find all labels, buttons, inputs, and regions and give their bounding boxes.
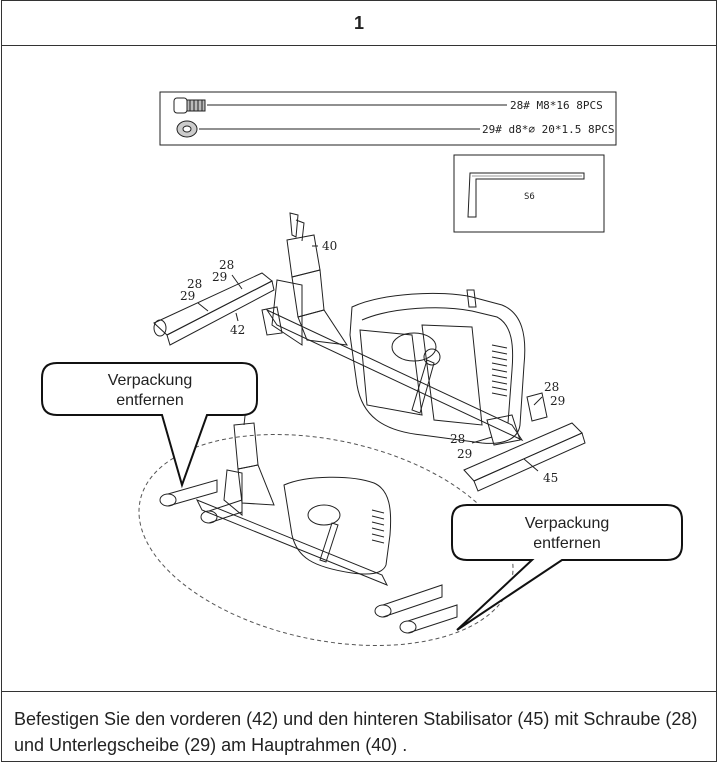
callout-rear-stabilizer: 45 bbox=[543, 471, 558, 485]
left-bubble-line2: entfernen bbox=[116, 392, 184, 409]
callout-bolt-a: 28 bbox=[219, 258, 234, 272]
wrench-label: S6 bbox=[524, 192, 535, 202]
callout-washer-d: 29 bbox=[457, 447, 472, 461]
remove-packaging-bubble-left: Verpackung entfernen bbox=[41, 362, 258, 489]
left-bubble-line1: Verpackung bbox=[108, 372, 193, 389]
right-bubble-line2: entfernen bbox=[533, 535, 601, 552]
callout-bolt-c: 28 bbox=[544, 380, 559, 394]
callout-washer-c: 29 bbox=[550, 394, 565, 408]
right-bubble-line1: Verpackung bbox=[525, 515, 610, 532]
packaging-tube-icon bbox=[159, 479, 458, 634]
assembly-figure: 28# M8*16 8PCS 29# d8*∅ 20*1.5 8PCS S6 bbox=[2, 45, 716, 691]
washer-label: 29# d8*∅ 20*1.5 8PCS bbox=[482, 123, 614, 136]
wrench-box: S6 bbox=[453, 154, 605, 233]
callout-washer-a: 29 bbox=[212, 270, 227, 284]
callout-main-frame: 40 bbox=[322, 239, 337, 253]
remove-packaging-bubble-right: Verpackung entfernen bbox=[451, 504, 683, 631]
step-number: 1 bbox=[2, 1, 716, 46]
lower-bike-illustration bbox=[159, 404, 458, 634]
callout-washer-b: 29 bbox=[180, 289, 195, 303]
callout-front-stabilizer: 42 bbox=[230, 323, 245, 337]
instruction-text: Befestigen Sie den vorderen (42) und den… bbox=[2, 691, 716, 763]
callout-bolt-d: 28 bbox=[450, 432, 465, 446]
callout-bolt-b: 28 bbox=[187, 277, 202, 291]
hardware-box: 28# M8*16 8PCS 29# d8*∅ 20*1.5 8PCS bbox=[159, 91, 617, 146]
washer-icon bbox=[176, 120, 198, 138]
upper-callouts: 40 42 28 29 28 29 28 29 28 29 45 bbox=[180, 239, 565, 485]
bolt-icon bbox=[173, 97, 206, 114]
upper-bike-illustration bbox=[153, 212, 586, 492]
bolt-label: 28# M8*16 8PCS bbox=[510, 99, 603, 112]
